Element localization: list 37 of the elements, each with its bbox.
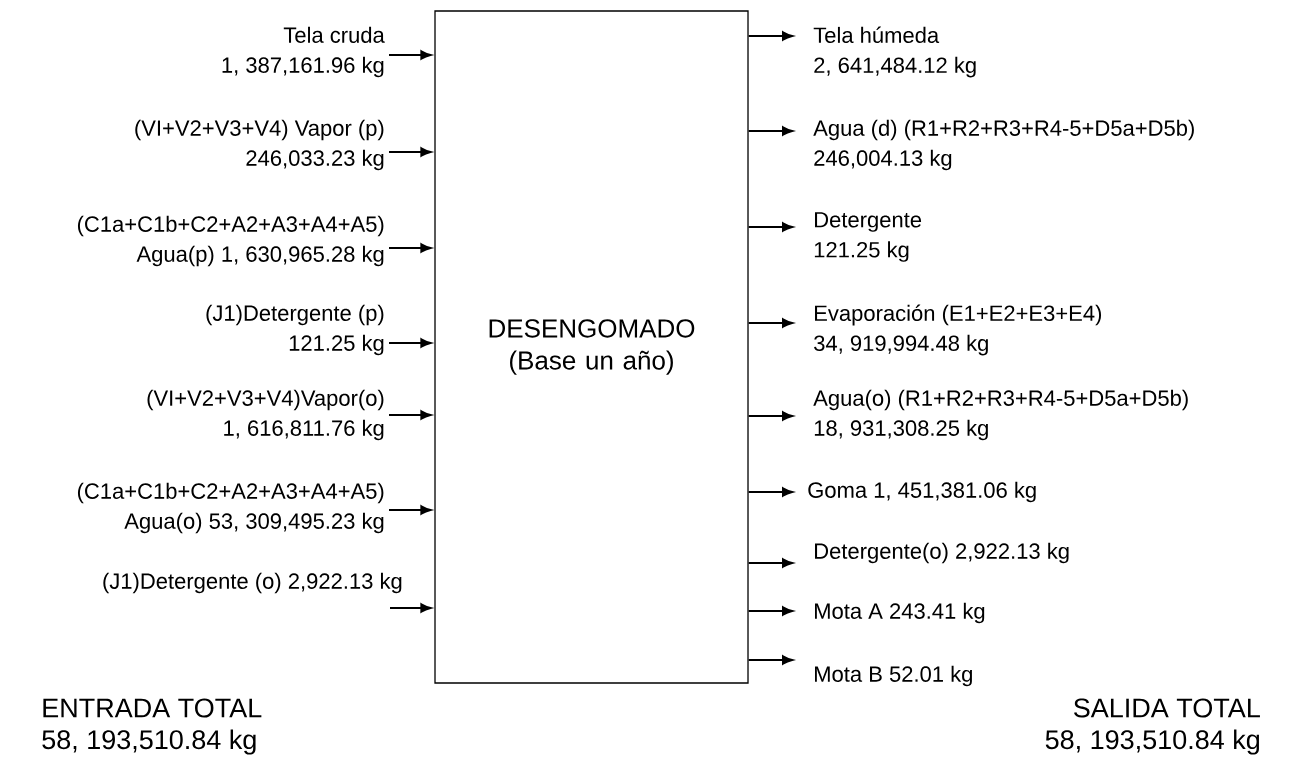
stream-label: Detergente 121.25 kg xyxy=(814,212,922,262)
process-box: DESENGOMADO (Base un año) xyxy=(434,10,749,684)
stream-label: (J1)Detergente (p) 121.25 kg xyxy=(206,304,384,356)
arrow xyxy=(388,338,432,348)
total-label: ENTRADA TOTAL xyxy=(43,698,262,718)
stream-label: Tela cruda 1, 387,161.96 kg xyxy=(222,26,385,78)
stream-label: (VI+V2+V3+V4) Vapor (p) 246,033.23 kg xyxy=(135,119,384,171)
stream-label: Mota B 52.01 kg xyxy=(815,665,972,687)
total-label: SALIDA TOTAL xyxy=(1073,698,1260,718)
arrow xyxy=(747,411,794,421)
stream-label: Evaporación (E1+E2+E3+E4) 34, 919,994.48 kg xyxy=(814,304,1102,356)
arrow xyxy=(747,318,794,328)
stream-label: (C1a+C1b+C2+A2+A3+A4+A5) Agua(o) 53, 309,495.23 kg xyxy=(77,482,384,534)
arrow xyxy=(388,147,432,157)
arrow xyxy=(388,410,432,420)
stream-label: Mota A 243.41 kg xyxy=(815,602,985,624)
stream-label: (J1)Detergente (o) 2,922.13 kg xyxy=(103,572,402,594)
stream-label: Tela húmeda 2, 641,484.12 kg xyxy=(813,26,976,78)
total-label: 58, 193,510.84 kg xyxy=(42,729,256,755)
arrow xyxy=(389,603,432,613)
arrow xyxy=(747,606,794,616)
arrow xyxy=(747,222,794,232)
stream-label: Agua (d) (R1+R2+R3+R4-5+D5a+D5b) 246,004.13 kg xyxy=(813,119,1194,171)
arrow xyxy=(747,655,794,665)
stream-label: Agua(o) (R1+R2+R3+R4-5+D5a+D5b) 18, 931,308.25 kg xyxy=(813,389,1188,441)
arrow xyxy=(747,487,794,497)
arrow xyxy=(388,50,432,60)
arrow xyxy=(388,505,432,515)
arrow xyxy=(747,558,794,568)
total-label: 58, 193,510.84 kg xyxy=(1045,729,1260,755)
arrow xyxy=(747,126,794,136)
stream-label: (VI+V2+V3+V4)Vapor(o) 1, 616,811.76 kg xyxy=(147,389,384,441)
stream-label: Goma 1, 451,381.06 kg xyxy=(808,481,1036,503)
stream-label: (C1a+C1b+C2+A2+A3+A4+A5) Agua(p) 1, 630,965.28 kg xyxy=(77,215,384,267)
stream-label: Detergente(o) 2,922.13 kg xyxy=(815,542,1069,564)
arrow xyxy=(747,31,794,41)
arrow xyxy=(388,243,432,253)
